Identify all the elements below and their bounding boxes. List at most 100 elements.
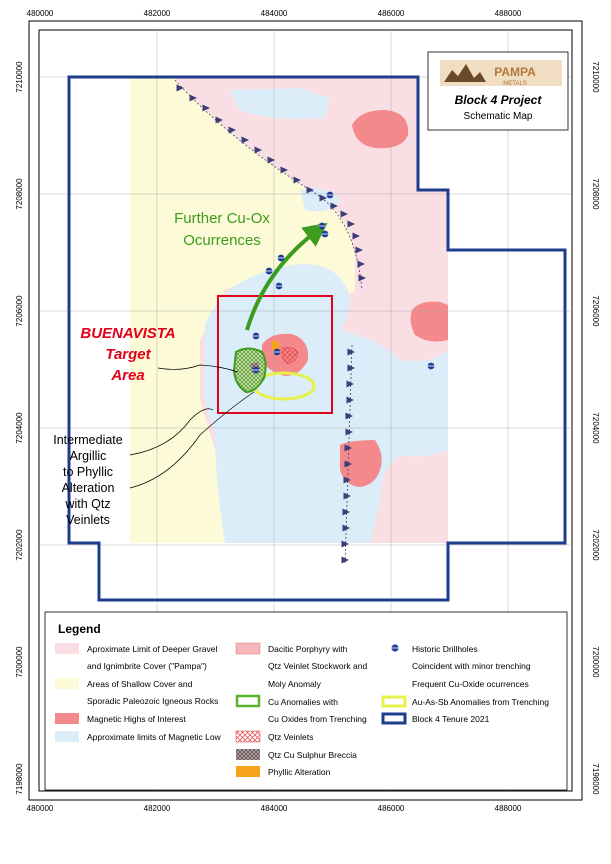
- fault-tooth: [215, 116, 223, 124]
- target-area-box: [217, 295, 333, 414]
- legend-swatch-shallow: [55, 678, 79, 689]
- fault-tooth: [241, 136, 249, 144]
- fault-tooth: [345, 412, 353, 420]
- x-tick-label: 482000: [144, 9, 171, 18]
- x-tick-label: 488000: [495, 804, 522, 813]
- y-tick-label: 7210000: [591, 61, 600, 93]
- title-block: PAMPA METALS Block 4 Project Schematic M…: [427, 51, 569, 131]
- fault-tooth: [342, 508, 350, 516]
- x-tick-label: 484000: [261, 804, 288, 813]
- legend-swatch-qtz-veinlets: [235, 730, 261, 743]
- legend-shallow-2: Sporadic Paleozoic Igneous Rocks: [87, 696, 218, 706]
- legend-cu-anom-1: Cu Anomalies with: [268, 697, 338, 707]
- legend-mag-low: Approximate limits of Magnetic Low: [87, 732, 222, 742]
- legend-drill-2: Coincident with minor trenching: [412, 661, 531, 671]
- x-axis-top: 480000 482000 484000 486000 488000: [27, 9, 522, 18]
- legend-gravel-1: Aproximate Limit of Deeper Gravel: [87, 644, 217, 654]
- legend-qtz-veinlets: Qtz Veinlets: [268, 732, 313, 742]
- y-tick-label: 7198000: [15, 763, 24, 795]
- fault-tooth: [347, 364, 355, 372]
- fault-tooth: [345, 428, 353, 436]
- magnetic-high-east: [410, 301, 448, 342]
- y-tick-label: 7204000: [15, 412, 24, 444]
- x-tick-label: 486000: [378, 804, 405, 813]
- x-tick-label: 488000: [495, 9, 522, 18]
- fault-tooth: [358, 274, 366, 282]
- fault-tooth: [202, 104, 210, 112]
- y-axis-right: 7210000 7208000 7206000 7204000 7202000 …: [591, 61, 600, 795]
- logo-name: PAMPA: [494, 65, 536, 79]
- legend-mag-high: Magnetic Highs of Interest: [87, 714, 186, 724]
- x-tick-label: 480000: [27, 804, 54, 813]
- drillholes: [252, 191, 435, 374]
- target-label-2: Target: [105, 346, 151, 363]
- alteration-label-6: Veinlets: [66, 513, 110, 527]
- legend-drill-3: Frequent Cu-Oxide ocurrences: [412, 679, 529, 689]
- legend-au-as-sb: Au-As-Sb Anomalies from Trenching: [412, 697, 549, 707]
- shallow-cover-area: [130, 78, 355, 543]
- legend-tenure: Block 4 Tenure 2021: [412, 714, 490, 724]
- legend-box: [44, 611, 568, 791]
- legend-swatch-phyllic: [236, 766, 260, 777]
- fault-tooth: [293, 176, 301, 184]
- mountain-icon: [444, 64, 486, 82]
- project-subtitle: Schematic Map: [464, 111, 533, 122]
- alteration-label-1: Intermediate: [53, 433, 123, 447]
- fault-tooth: [228, 126, 236, 134]
- legend-swatch-breccia: [236, 749, 260, 760]
- fault-tooth: [355, 246, 363, 254]
- fault-tooth: [280, 166, 288, 174]
- fault-tooth: [346, 380, 354, 388]
- legend-swatch-dacitic: [235, 642, 261, 655]
- legend-breccia: Qtz Cu Sulphur Breccia: [268, 750, 357, 760]
- x-tick-label: 486000: [378, 9, 405, 18]
- annotation-arrows: [129, 364, 255, 489]
- fault-tooth: [347, 220, 355, 228]
- y-tick-label: 7204000: [591, 412, 600, 444]
- y-axis-left: 7210000 7208000 7206000 7204000 7202000 …: [15, 61, 24, 795]
- y-tick-label: 7206000: [15, 295, 24, 327]
- magnetic-low-north: [230, 88, 330, 119]
- legend-swatch-gravel: [55, 643, 79, 654]
- legend-shallow-1: Areas of Shallow Cover and: [87, 679, 193, 689]
- legend-cu-anom-2: Cu Oxides from Trenching: [268, 714, 367, 724]
- fault-tooth: [342, 524, 350, 532]
- legend-gravel-2: and Ignimbrite Cover ("Pampa"): [87, 661, 207, 671]
- fault-tooth: [341, 540, 349, 548]
- cu-ox-label-2: Ocurrences: [183, 232, 261, 249]
- y-tick-label: 7206000: [591, 295, 600, 327]
- legend-swatch-au-as-sb: [381, 695, 407, 708]
- project-title: Block 4 Project: [455, 93, 543, 107]
- y-tick-label: 7208000: [15, 178, 24, 210]
- fault-south: [344, 344, 353, 566]
- cu-ox-arrow: [245, 222, 328, 331]
- magnetic-high-south: [340, 440, 382, 487]
- target-label-1: BUENAVISTA: [80, 325, 175, 342]
- logo-sub: METALS: [503, 81, 527, 87]
- legend-swatch-tenure: [381, 712, 407, 725]
- y-tick-label: 7198000: [591, 763, 600, 795]
- legend-drill-1: Historic Drillholes: [412, 644, 478, 654]
- y-tick-label: 7210000: [15, 61, 24, 93]
- alteration-label-3: to Phyllic: [63, 465, 113, 479]
- fault-tooth: [343, 476, 351, 484]
- y-tick-label: 7200000: [15, 646, 24, 678]
- y-tick-label: 7202000: [15, 529, 24, 561]
- fault-tooth: [346, 396, 354, 404]
- magnetic-high-north: [352, 110, 409, 149]
- legend-swatch-cu-anom: [235, 694, 261, 708]
- legend: Legend Aproximate Limit of Deeper Gravel…: [44, 611, 568, 791]
- cu-ox-label-1: Further Cu-Ox: [174, 210, 270, 227]
- fault-tooth: [344, 460, 352, 468]
- y-tick-label: 7200000: [591, 646, 600, 678]
- legend-dacitic-2: Qtz Veinlet Stockwork and: [268, 661, 367, 671]
- alteration-label-4: Alteration: [62, 481, 115, 495]
- x-tick-label: 482000: [144, 804, 171, 813]
- legend-title: Legend: [58, 622, 101, 636]
- fault-tooth: [341, 556, 349, 564]
- fault-tooth: [352, 232, 360, 240]
- magnetic-low-area: [203, 264, 448, 543]
- fault-tooth: [176, 84, 184, 92]
- legend-swatch-mag-low: [55, 731, 79, 742]
